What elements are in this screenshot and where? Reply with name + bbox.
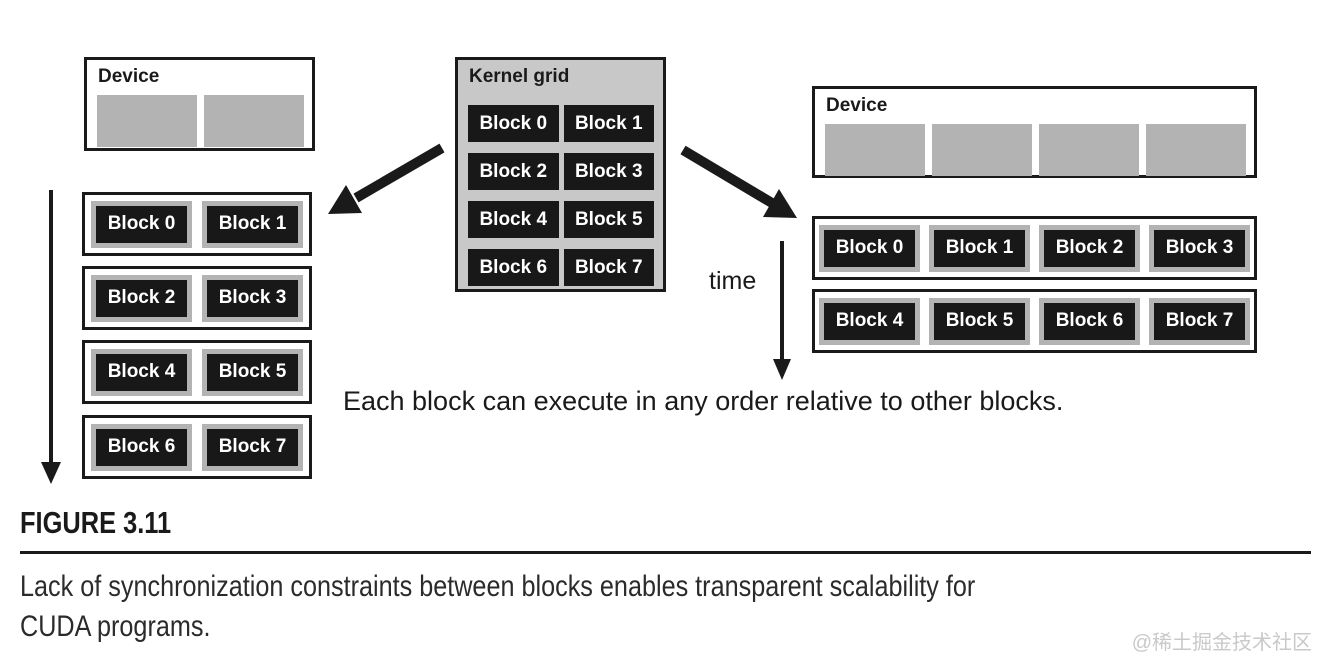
block-frame: Block 4 xyxy=(91,348,192,396)
sm-slot xyxy=(97,95,197,147)
sm-slot xyxy=(825,124,925,176)
sm-slot xyxy=(1039,124,1139,176)
schedule-row-2sm: Block 0 Block 1 xyxy=(82,192,312,256)
kernel-grid-block: Block 6 xyxy=(468,249,559,286)
scheduled-block: Block 3 xyxy=(207,279,298,317)
scheduled-block: Block 0 xyxy=(824,229,915,267)
scheduled-block: Block 0 xyxy=(96,205,187,243)
kernel-grid-title: Kernel grid xyxy=(469,66,570,87)
block-frame: Block 1 xyxy=(202,200,303,248)
block-frame: Block 7 xyxy=(202,423,303,471)
block-frame: Block 6 xyxy=(1039,297,1140,345)
schedule-row-4sm: Block 0 Block 1 Block 2 Block 3 xyxy=(812,216,1257,280)
block-frame: Block 0 xyxy=(91,200,192,248)
kernel-grid-block: Block 1 xyxy=(563,105,654,142)
scheduled-block: Block 7 xyxy=(207,428,298,466)
figure-caption: Lack of synchronization constraints betw… xyxy=(20,567,975,647)
scheduled-block: Block 4 xyxy=(96,353,187,391)
time-axis-label: time xyxy=(709,267,757,295)
device-4sm-title: Device xyxy=(826,95,888,116)
sm-slot xyxy=(1146,124,1246,176)
device-box-4sm: Device xyxy=(812,86,1257,178)
block-frame: Block 0 xyxy=(819,224,920,272)
kernel-grid-block: Block 3 xyxy=(563,153,654,190)
kernel-grid-block: Block 0 xyxy=(468,105,559,142)
sm-slot xyxy=(204,95,304,147)
sm-slot xyxy=(932,124,1032,176)
scheduled-block: Block 6 xyxy=(96,428,187,466)
kernel-grid-box: Kernel grid Block 0 Block 1 Block 2 Bloc… xyxy=(455,57,666,292)
sm-slots-4 xyxy=(825,124,1246,176)
schedule-row-2sm: Block 4 Block 5 xyxy=(82,340,312,404)
watermark-text: @稀土掘金技术社区 xyxy=(1131,632,1312,654)
annotation-text: Each block can execute in any order rela… xyxy=(343,386,1064,416)
caption-divider xyxy=(20,551,1311,554)
figure-number-label: FIGURE 3.11 xyxy=(20,505,172,540)
kernel-grid-block: Block 7 xyxy=(563,249,654,286)
scheduled-block: Block 2 xyxy=(1044,229,1135,267)
schedule-row-2sm: Block 2 Block 3 xyxy=(82,266,312,330)
sm-slots-2 xyxy=(97,95,304,147)
scheduled-block: Block 5 xyxy=(207,353,298,391)
block-frame: Block 3 xyxy=(1149,224,1250,272)
schedule-row-2sm: Block 6 Block 7 xyxy=(82,415,312,479)
device-box-2sm: Device xyxy=(84,57,315,151)
left-time-axis-arrow xyxy=(41,190,61,484)
scheduled-block: Block 5 xyxy=(934,302,1025,340)
block-frame: Block 3 xyxy=(202,274,303,322)
figure-caption-line: CUDA programs. xyxy=(20,610,211,643)
block-frame: Block 1 xyxy=(929,224,1030,272)
right-time-axis-arrow xyxy=(773,241,791,380)
scheduled-block: Block 7 xyxy=(1154,302,1245,340)
kernel-grid-block: Block 5 xyxy=(563,201,654,238)
scheduled-block: Block 2 xyxy=(96,279,187,317)
block-frame: Block 2 xyxy=(91,274,192,322)
block-frame: Block 6 xyxy=(91,423,192,471)
kernel-grid-blocks: Block 0 Block 1 Block 2 Block 3 Block 4 … xyxy=(468,105,654,286)
block-frame: Block 4 xyxy=(819,297,920,345)
block-frame: Block 2 xyxy=(1039,224,1140,272)
device-2sm-title: Device xyxy=(98,66,160,87)
block-frame: Block 7 xyxy=(1149,297,1250,345)
schedule-row-4sm: Block 4 Block 5 Block 6 Block 7 xyxy=(812,289,1257,353)
kernel-grid-block: Block 2 xyxy=(468,153,559,190)
scheduled-block: Block 1 xyxy=(934,229,1025,267)
kernel-to-4sm-arrow xyxy=(680,145,797,218)
block-frame: Block 5 xyxy=(929,297,1030,345)
block-frame: Block 5 xyxy=(202,348,303,396)
kernel-to-2sm-arrow xyxy=(328,143,445,214)
kernel-grid-block: Block 4 xyxy=(468,201,559,238)
scheduled-block: Block 3 xyxy=(1154,229,1245,267)
scheduled-block: Block 4 xyxy=(824,302,915,340)
figure-caption-line: Lack of synchronization constraints betw… xyxy=(20,570,976,603)
scheduled-block: Block 6 xyxy=(1044,302,1135,340)
scheduled-block: Block 1 xyxy=(207,205,298,243)
